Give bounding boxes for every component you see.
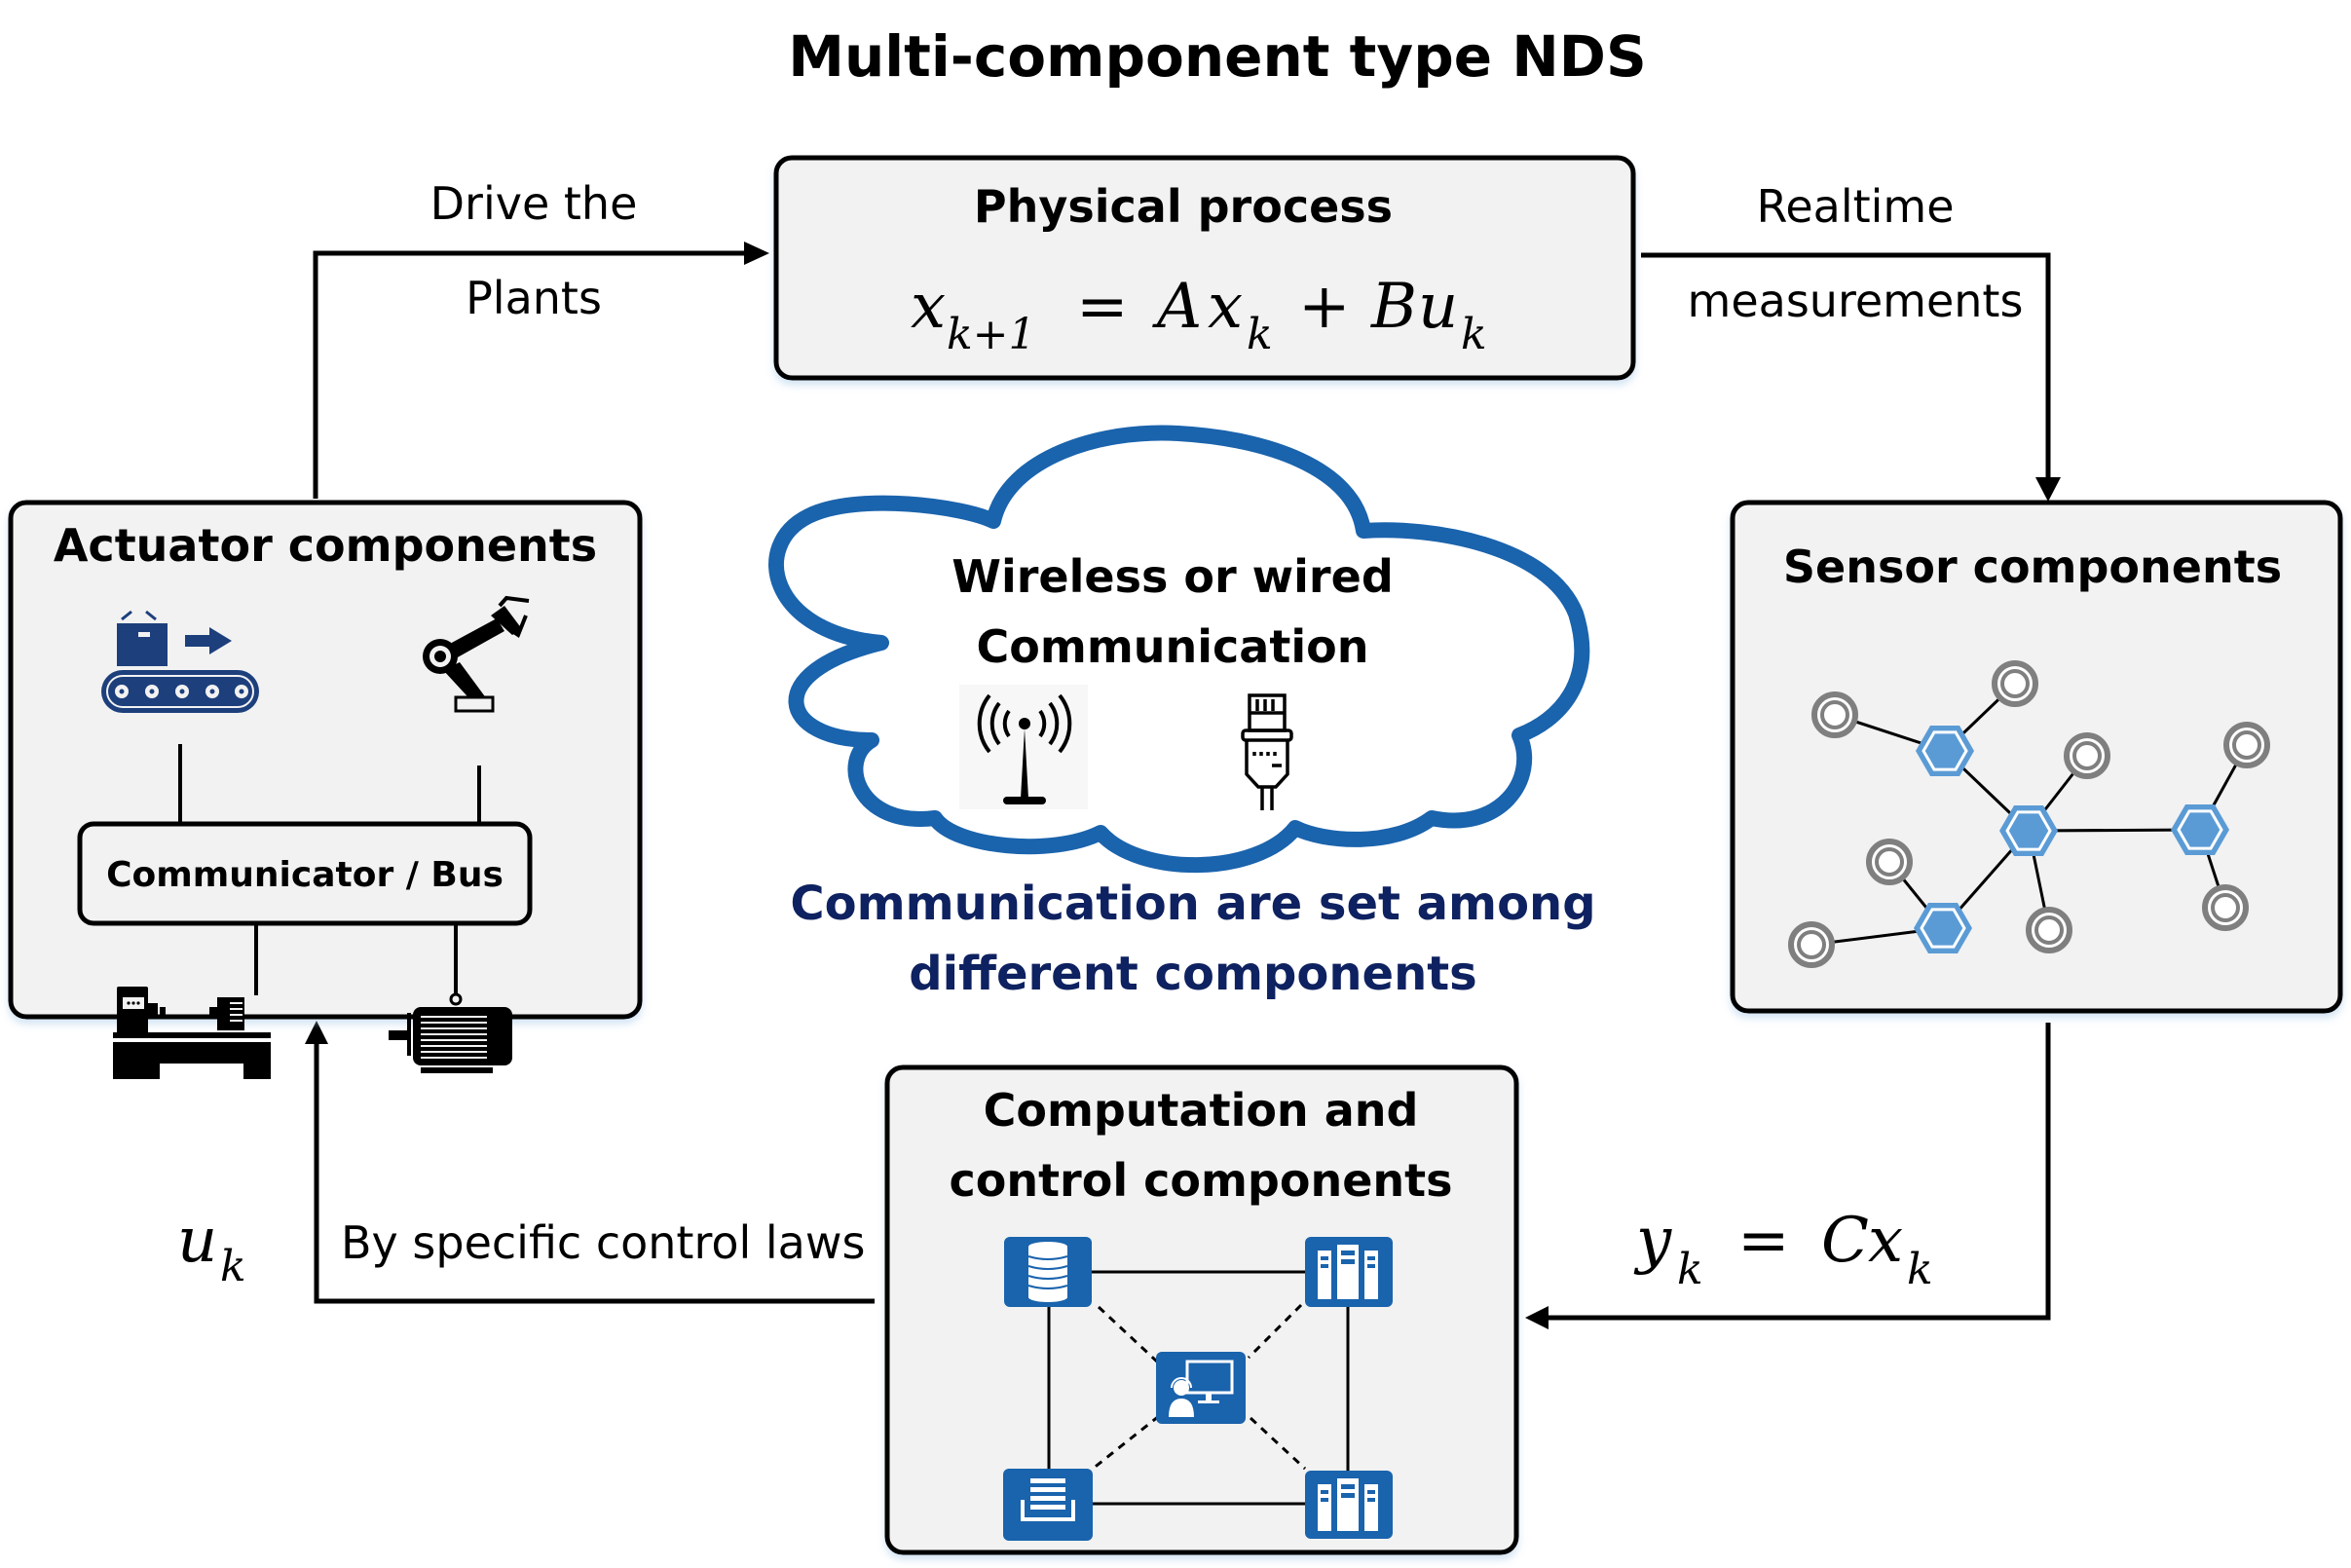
arrow-realtime-measurements [1641,252,2051,479]
computation-title-line2: control components [949,1154,1452,1207]
actuator-box: Actuator components Communicator / Bus [8,500,643,1079]
computation-title-line1: Computation and [984,1084,1419,1137]
arrowhead-drive [744,242,769,265]
sensor-network [1788,660,2270,968]
yk-sub: k [1677,1245,1703,1294]
arrow-control-law [314,1042,875,1304]
arrowhead-control [305,1021,328,1044]
xk-var: x [1868,1205,1903,1277]
control-law-label: By specific control laws [341,1216,865,1269]
state-equation: x k+1 = A x k + B u k [911,271,1487,359]
actuator-title: Actuator components [54,519,597,572]
communicator-bus: Communicator / Bus [77,821,533,926]
server-rack-icon [1305,1237,1393,1307]
eq-x: x [911,271,946,343]
physical-process-title: Physical process [974,180,1393,233]
measure-label-line1: Realtime [1756,180,1954,233]
sensor-node-inner-ring [2000,669,2030,698]
sensor-node-inner-ring [2072,741,2102,770]
robot-arm-icon [423,595,530,713]
eq-x-sub: k+1 [947,310,1036,359]
electric-motor-icon [389,992,512,1073]
yk-equals: = [1737,1205,1790,1277]
eq-ax: x [1208,271,1243,343]
sensor-hub-inner [2177,809,2223,850]
storage-tray-icon [1003,1469,1093,1541]
database-icon [1004,1237,1092,1307]
sensor-box: Sensor components [1730,500,2343,1014]
computation-links [1047,1270,1350,1506]
c-matrix: C [1821,1205,1869,1277]
sensor-node-inner-ring [2034,915,2064,945]
output-equation: y k = C x k [1633,1205,1933,1294]
diagram-title: Multi-component type NDS [788,23,1646,90]
operator-workstation-icon [1156,1352,1246,1424]
eq-bu-sub: k [1461,310,1487,359]
uk-sub: k [220,1242,246,1291]
sensor-hub-inner [1920,908,1966,949]
eq-b: B [1370,271,1417,343]
bus-links [178,744,481,995]
arrowhead-output [1525,1306,1549,1329]
eq-plus: + [1298,271,1351,343]
sensor-hub-inner [1922,730,1968,771]
sensor-title: Sensor components [1783,541,2282,593]
eq-bu: u [1418,271,1458,343]
arrow-output-measurement [1549,1023,2051,1321]
xk-sub: k [1907,1245,1933,1294]
sensor-node-inner-ring [1875,847,1904,877]
uk-var: u [177,1205,217,1277]
eq-ax-sub: k [1247,310,1273,359]
wireless-antenna-icon [959,685,1088,809]
ethernet-plug-icon [1241,693,1293,810]
eq-equals: = [1076,271,1129,343]
drive-label-line2: Plants [466,272,602,324]
drive-label-line1: Drive the [430,177,638,230]
sensor-node-inner-ring [2232,730,2261,760]
connectors [305,242,2061,1329]
arrowhead-measure [2035,477,2061,502]
sensor-node-inner-ring [1820,700,1849,729]
comm-note-line2: different components [909,947,1477,1001]
server-rack-icon [1305,1471,1393,1539]
sensor-node-inner-ring [2211,893,2240,922]
sensor-hub-inner [2005,810,2052,851]
communication-cloud: Wireless or wired Communication [768,425,1596,1001]
sensor-node-inner-ring [1797,930,1826,959]
arrow-drive-plants [313,250,750,499]
measure-label-line2: measurements [1688,275,2024,327]
bus-label: Communicator / Bus [106,855,504,895]
control-signal-uk: u k [177,1205,246,1291]
eq-a: A [1152,271,1202,343]
conveyor-belt-icon [101,610,259,713]
cloud-line2: Communication [977,620,1369,673]
physical-process-box: Physical process x k+1 = A x k + B u k [773,155,1636,381]
yk-var: y [1633,1205,1672,1277]
computation-box: Computation and control components [884,1064,1519,1555]
cloud-line1: Wireless or wired [952,550,1394,603]
comm-note-line1: Communication are set among [790,877,1595,931]
lathe-machine-icon [113,987,271,1079]
